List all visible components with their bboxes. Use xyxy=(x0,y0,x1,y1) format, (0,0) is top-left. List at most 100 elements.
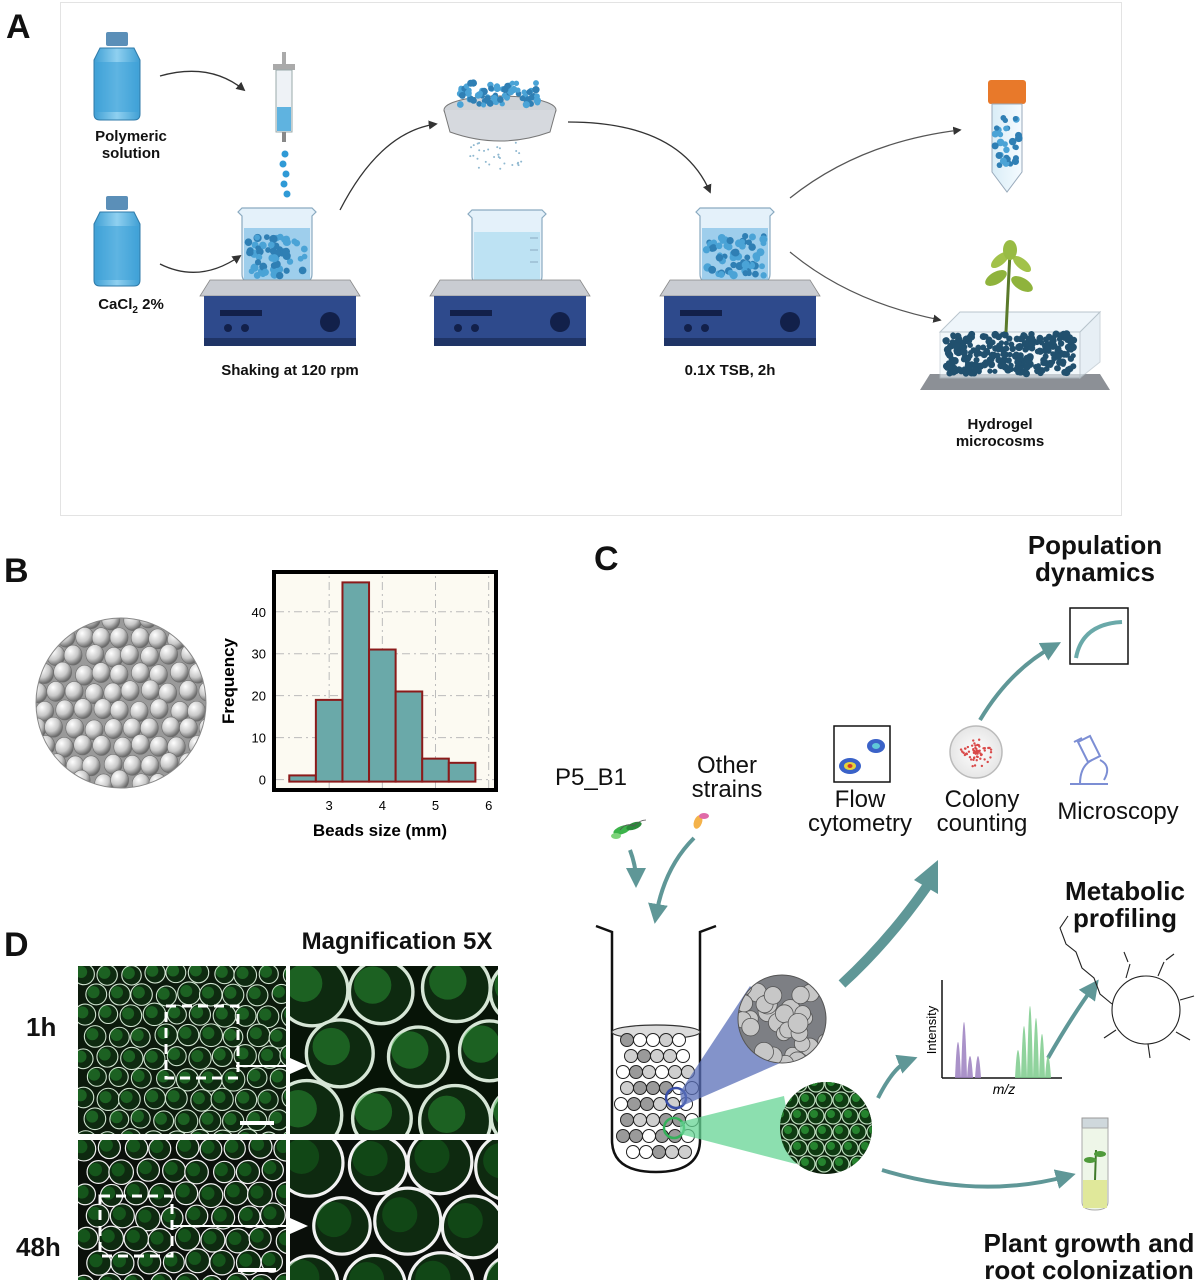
photo-bead xyxy=(105,719,123,739)
fluor-glow xyxy=(827,1078,835,1086)
x-axis-label: Beads size (mm) xyxy=(313,821,447,840)
petri-dish-icon xyxy=(950,726,1002,778)
bead xyxy=(956,366,962,372)
fluor-glow xyxy=(827,1142,835,1150)
colony xyxy=(973,756,975,758)
micro-fluor xyxy=(214,1209,227,1222)
photo-bead xyxy=(34,629,52,649)
bead xyxy=(1037,348,1044,355)
cacl2-text: CaCl xyxy=(98,296,132,313)
stir-plate-3-icon xyxy=(660,280,820,346)
histogram-bar xyxy=(342,582,369,781)
drip xyxy=(518,152,520,154)
photo-bead xyxy=(160,644,178,664)
bead xyxy=(467,80,474,87)
micro-fluor xyxy=(316,1202,351,1237)
micrograph-1h-zoom xyxy=(290,966,498,1134)
micro-fluor xyxy=(216,966,228,978)
bead xyxy=(967,365,972,370)
bead xyxy=(276,272,283,279)
panel-d-label: D xyxy=(4,928,29,962)
bead xyxy=(742,233,748,239)
bead xyxy=(983,359,989,365)
colony xyxy=(967,746,969,748)
bead xyxy=(255,259,261,265)
tube-bead xyxy=(630,1066,643,1079)
panel-b-label: B xyxy=(4,554,29,588)
bead xyxy=(294,240,301,247)
fluor-glow xyxy=(835,1126,843,1134)
micro-fluor xyxy=(123,1050,135,1062)
drip xyxy=(469,155,471,157)
bead xyxy=(283,238,290,245)
photo-bead xyxy=(141,756,159,776)
bead xyxy=(1007,352,1012,357)
bead xyxy=(986,339,992,345)
fluor-glow xyxy=(818,1158,826,1166)
colony xyxy=(961,750,963,752)
bead xyxy=(510,86,517,93)
bead xyxy=(703,246,710,253)
histogram-bar xyxy=(396,691,423,781)
bead xyxy=(708,266,716,274)
micro-fluor xyxy=(163,1209,176,1222)
colony xyxy=(970,758,972,760)
micro-fluor xyxy=(133,986,145,998)
bead xyxy=(718,234,726,242)
x-tick-label: 4 xyxy=(379,798,386,813)
micro-fluor xyxy=(110,1111,122,1123)
colony xyxy=(972,739,974,741)
photo-bead xyxy=(34,644,46,664)
arrow-sieve-to-beaker3 xyxy=(568,122,710,192)
micro-fluor xyxy=(178,1113,190,1125)
micro-fluor xyxy=(132,1110,144,1122)
x-tick-label: 5 xyxy=(432,798,439,813)
tube-bead xyxy=(679,1146,692,1159)
bead xyxy=(725,243,732,250)
fluor-bead xyxy=(859,1076,875,1092)
bead xyxy=(746,239,752,245)
bead xyxy=(749,234,756,241)
drip xyxy=(478,149,480,151)
tube-bead xyxy=(621,1114,634,1127)
photo-bead xyxy=(121,645,139,665)
bead xyxy=(1009,346,1015,352)
micro-fluor xyxy=(273,986,285,998)
sem-bead xyxy=(792,986,809,1003)
fluor-glow xyxy=(793,1078,801,1086)
flow-cytometry-label: Flow cytometry xyxy=(800,788,920,836)
arrow-to-tube xyxy=(790,130,960,198)
photo-bead xyxy=(54,772,72,790)
micro-fluor xyxy=(382,1197,417,1232)
tube-bead xyxy=(621,1082,634,1095)
photo-bead xyxy=(36,772,54,790)
micro-fluor xyxy=(98,967,110,979)
colony xyxy=(979,757,981,759)
shaking-label: Shaking at 120 rpm xyxy=(190,362,390,379)
bead xyxy=(245,238,253,246)
micro-fluor xyxy=(179,1027,191,1039)
colony xyxy=(964,747,966,749)
tube-bead xyxy=(647,1114,660,1127)
bead xyxy=(1023,370,1030,377)
micro-fluor xyxy=(225,1140,238,1153)
micro-fluor xyxy=(112,1163,125,1176)
photo-bead xyxy=(92,663,110,683)
bead xyxy=(1003,126,1009,132)
tube-bead xyxy=(634,1082,647,1095)
intensity-label: Intensity xyxy=(924,1005,939,1054)
fluor-glow xyxy=(869,1158,877,1166)
p5b1-label: P5_B1 xyxy=(546,766,636,790)
micro-fluor xyxy=(99,1091,111,1103)
cacl2-bottle-icon xyxy=(94,196,140,286)
beads-photo xyxy=(34,616,208,790)
sem-bead xyxy=(764,987,782,1005)
colony xyxy=(983,758,985,760)
photo-bead xyxy=(187,628,205,648)
photo-bead xyxy=(56,700,74,720)
photo-bead xyxy=(160,753,178,773)
bead xyxy=(760,272,766,278)
micro-fluor xyxy=(261,1049,273,1061)
micro-fluor xyxy=(122,1007,134,1019)
arrow-to-molecule xyxy=(1048,986,1094,1058)
